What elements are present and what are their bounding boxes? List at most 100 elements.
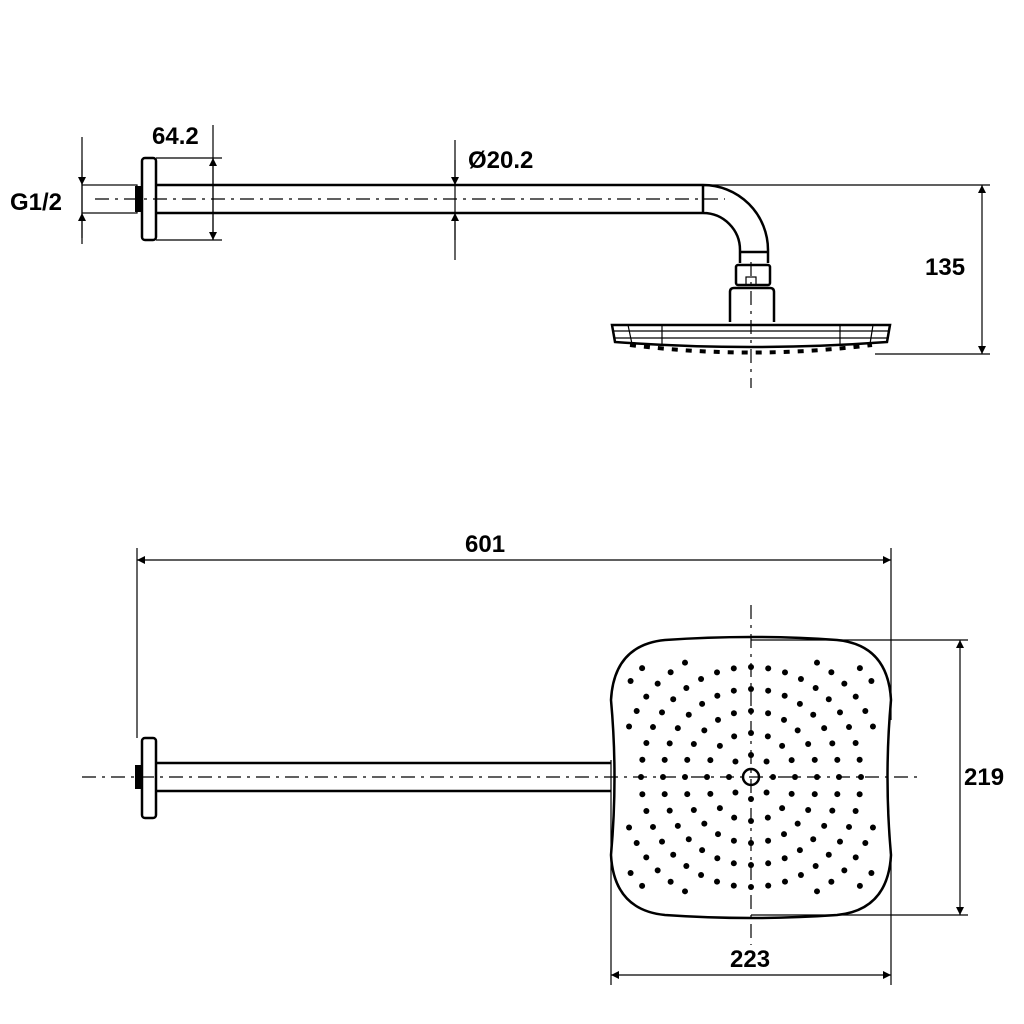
nozzle-dot: [682, 888, 688, 895]
nozzle-dot: [698, 675, 705, 682]
nozzle-dot: [732, 789, 739, 796]
nozzle-dot: [659, 838, 666, 845]
nozzle-dot: [852, 854, 859, 861]
nozzle-dot: [715, 831, 721, 838]
nozzle-dot: [701, 820, 708, 827]
nozzle-dot: [714, 855, 721, 862]
thread-dimension: G1/2: [10, 189, 62, 216]
nozzle-dot: [683, 862, 690, 869]
nozzle-dot: [682, 774, 688, 780]
nozzle-dot: [667, 878, 674, 885]
nozzle-dot: [825, 696, 832, 703]
nozzle-dot: [846, 724, 853, 731]
nozzle-dot: [674, 725, 681, 732]
nozzle-dot: [869, 824, 876, 831]
nozzle-dot: [626, 723, 633, 730]
nozzle-dot: [852, 740, 859, 747]
nozzle-dot: [805, 807, 812, 813]
nozzle-dot: [862, 708, 869, 714]
nozzle-dot: [781, 855, 788, 862]
nozzle-dot: [685, 711, 692, 718]
nozzle-dot: [685, 836, 692, 843]
nozzle-dot: [659, 709, 666, 716]
nozzle-dot: [626, 824, 633, 831]
nozzle-dot: [781, 878, 788, 885]
nozzle-dot: [643, 854, 650, 861]
nozzle-dot: [730, 687, 737, 694]
nozzle-dot: [811, 756, 818, 763]
nozzle-dot: [788, 757, 795, 764]
nozzle-dot: [828, 669, 835, 676]
nozzle-dot: [714, 692, 721, 699]
flange-dimension: 64.2: [152, 123, 199, 150]
nozzle-dot: [715, 716, 721, 723]
nozzle-dot: [810, 836, 817, 843]
nozzle-dot: [716, 742, 723, 749]
drop-height-dimension: 135: [925, 254, 965, 281]
nozzle-dot: [812, 685, 819, 692]
nozzle-dot: [682, 659, 688, 666]
nozzle-dot: [834, 756, 841, 763]
head-depth-dimension: 219: [964, 764, 1004, 791]
nozzle-dot: [716, 805, 723, 812]
nozzle-dot: [732, 758, 739, 765]
nozzle-dot: [670, 851, 677, 858]
nozzle-dot: [704, 774, 710, 780]
nozzle-pattern: [626, 659, 876, 895]
nozzle-dot: [810, 711, 817, 718]
nozzle-dot: [836, 838, 843, 845]
head-neck: [728, 286, 776, 322]
nozzle-dot: [701, 727, 708, 734]
nozzle-dot: [731, 733, 738, 740]
nozzle-dot: [649, 823, 656, 830]
nozzle-dot: [661, 791, 668, 798]
nozzle-dot: [730, 882, 737, 889]
nozzle-dot: [779, 805, 786, 812]
nozzle-dot: [763, 789, 770, 796]
nozzle-dot: [829, 740, 836, 747]
nozzle-dot: [730, 710, 737, 717]
nozzle-dot: [690, 741, 697, 747]
nozzle-dot: [858, 774, 864, 780]
nozzle-dot: [841, 867, 848, 874]
nozzle-dot: [856, 756, 863, 763]
nozzle-dot: [846, 823, 853, 830]
nozzle-dot: [707, 790, 714, 797]
nozzle-dot: [698, 872, 705, 879]
nozzle-dot: [643, 807, 650, 814]
nozzle-dot: [764, 733, 771, 740]
nozzle-dot: [674, 822, 681, 829]
nozzle-dot: [684, 756, 691, 763]
nozzle-dot: [779, 742, 786, 749]
nozzle-dot: [852, 693, 859, 700]
head-width-dimension: 223: [730, 946, 770, 973]
nozzle-dot: [794, 727, 801, 734]
nozzle-dot: [654, 680, 661, 687]
total-length-dimension: 601: [465, 531, 505, 558]
nozzle-dot: [829, 807, 836, 814]
nozzle-dot: [684, 791, 691, 798]
nozzle-dot: [811, 791, 818, 798]
nozzle-dot: [781, 692, 788, 699]
nozzle-dot: [765, 665, 772, 672]
nozzle-dot: [788, 790, 795, 797]
nozzle-dot: [856, 882, 863, 889]
nozzle-dot: [730, 837, 737, 844]
nozzle-dot: [649, 724, 656, 731]
nozzle-dot: [765, 882, 772, 889]
nozzle-dot: [765, 837, 772, 844]
nozzle-dot: [627, 677, 634, 684]
nozzle-dot: [690, 807, 697, 813]
nozzle-dot: [666, 740, 673, 747]
nozzle-dot: [639, 756, 646, 763]
nozzle-dot: [748, 708, 754, 714]
shower-arm-top: [156, 761, 611, 793]
shower-head-side: [610, 323, 892, 349]
nozzle-dot: [862, 840, 869, 846]
nozzle-dot: [781, 669, 788, 676]
nozzle-dot: [714, 878, 721, 885]
nozzle-dot: [825, 851, 832, 858]
nozzle-dot: [639, 882, 646, 889]
nozzle-dot: [781, 716, 787, 723]
